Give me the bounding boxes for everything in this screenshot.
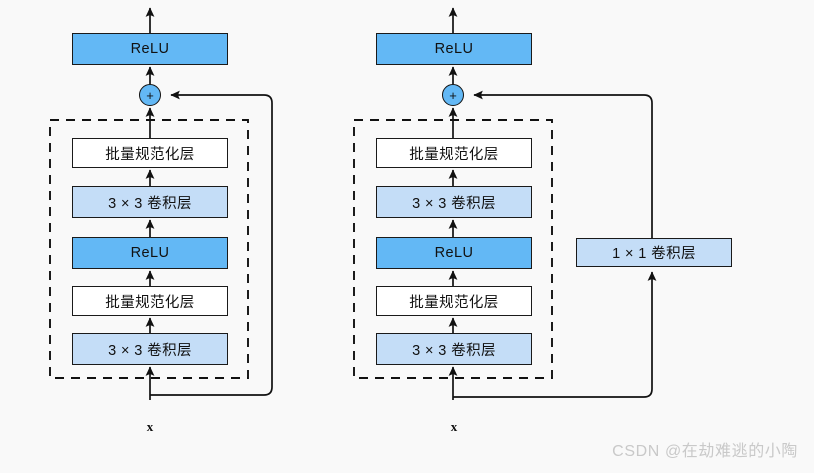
left-conv3x3-2-label: 3 × 3 卷积层 <box>108 195 192 212</box>
right-relu-mid-box[interactable]: ReLU <box>376 237 532 269</box>
right-batchnorm-1-box[interactable]: 批量规范化层 <box>376 286 532 316</box>
right-relu-output-label: ReLU <box>434 41 474 57</box>
left-batchnorm-2-label: 批量规范化层 <box>105 146 195 163</box>
left-batchnorm-1-label: 批量规范化层 <box>105 294 195 311</box>
right-add-node[interactable]: + <box>442 84 464 106</box>
left-conv3x3-1-label: 3 × 3 卷积层 <box>108 342 192 359</box>
left-conv3x3-2-box[interactable]: 3 × 3 卷积层 <box>72 186 228 218</box>
left-relu-mid-box[interactable]: ReLU <box>72 237 228 269</box>
right-conv1x1-box[interactable]: 1 × 1 卷积层 <box>576 238 732 267</box>
left-conv3x3-1-box[interactable]: 3 × 3 卷积层 <box>72 333 228 365</box>
left-batchnorm-1-box[interactable]: 批量规范化层 <box>72 286 228 316</box>
right-connectors <box>353 7 657 400</box>
right-relu-mid-label: ReLU <box>434 245 474 261</box>
left-relu-mid-label: ReLU <box>130 245 170 261</box>
watermark-text: CSDN @在劫难逃的小陶 <box>612 443 798 460</box>
right-conv3x3-1-box[interactable]: 3 × 3 卷积层 <box>376 333 532 365</box>
left-plus-symbol: + <box>146 87 154 103</box>
left-batchnorm-2-box[interactable]: 批量规范化层 <box>72 138 228 168</box>
right-conv1x1-label: 1 × 1 卷积层 <box>612 246 696 262</box>
left-relu-output-label: ReLU <box>130 41 170 57</box>
right-batchnorm-2-box[interactable]: 批量规范化层 <box>376 138 532 168</box>
right-input-label: x <box>450 419 458 434</box>
right-relu-output-box[interactable]: ReLU <box>376 33 532 65</box>
right-conv3x3-2-label: 3 × 3 卷积层 <box>412 195 496 212</box>
right-plus-symbol: + <box>449 87 457 103</box>
right-conv3x3-1-label: 3 × 3 卷积层 <box>412 342 496 359</box>
right-batchnorm-2-label: 批量规范化层 <box>409 146 499 163</box>
right-conv3x3-2-box[interactable]: 3 × 3 卷积层 <box>376 186 532 218</box>
left-input-label: x <box>146 419 154 434</box>
left-connectors <box>49 7 273 400</box>
left-add-node[interactable]: + <box>139 84 161 106</box>
left-relu-output-box[interactable]: ReLU <box>72 33 228 65</box>
right-batchnorm-1-label: 批量规范化层 <box>409 294 499 311</box>
